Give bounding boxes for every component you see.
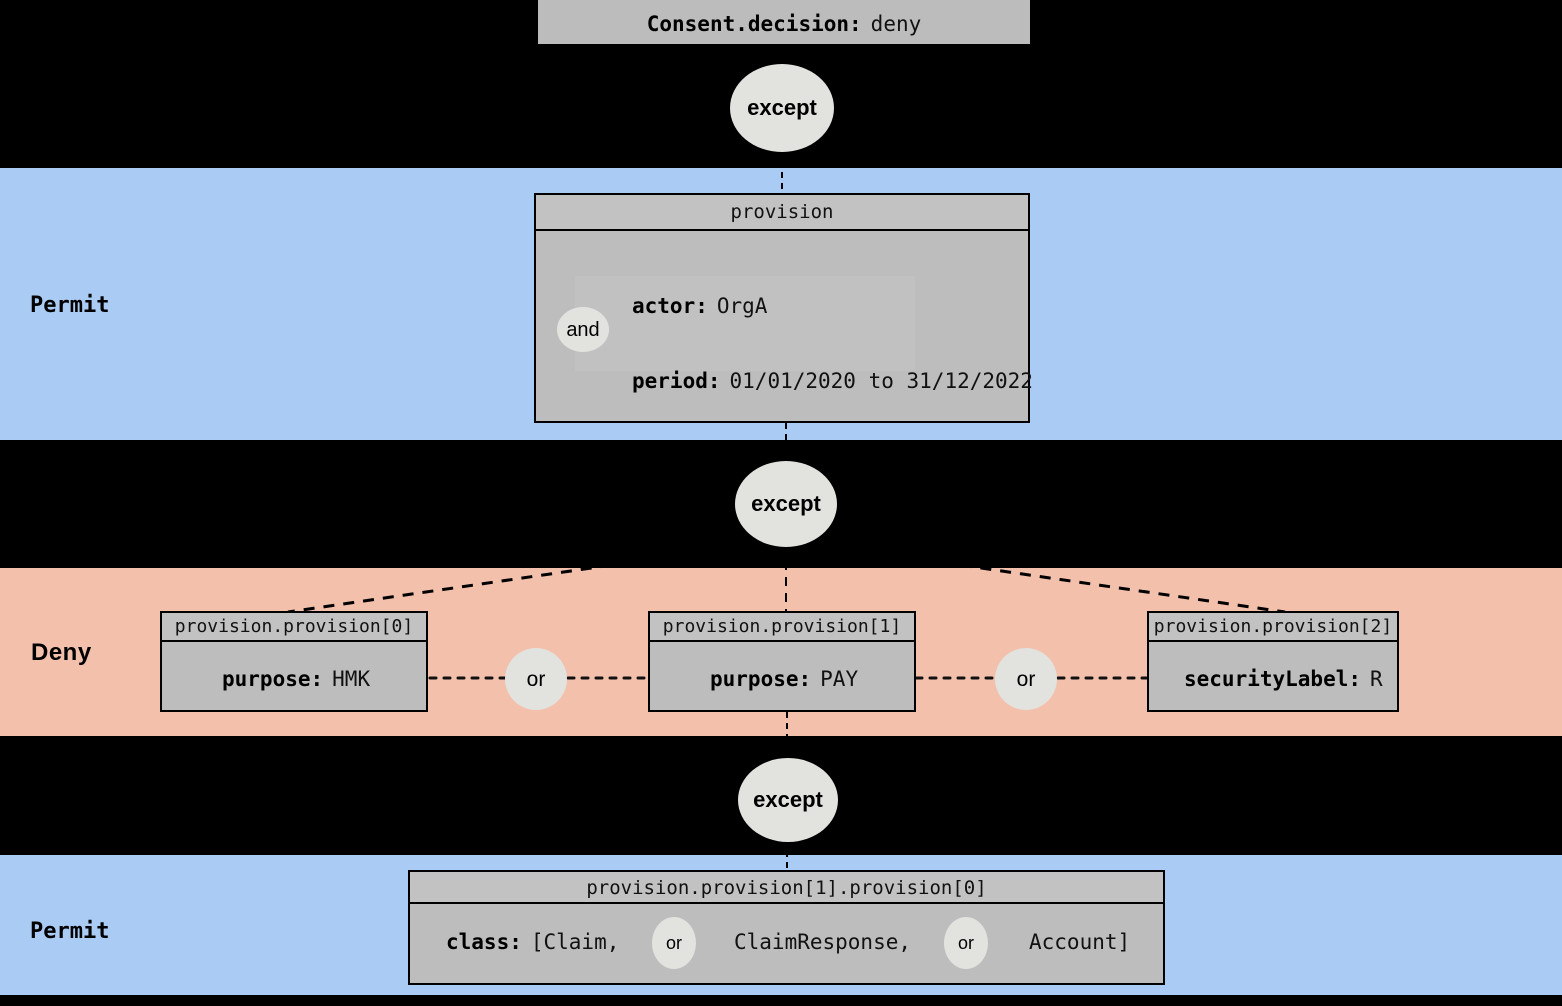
node-provision-1-header: provision.provision[1] xyxy=(650,613,914,642)
node-provision-header: provision xyxy=(536,195,1028,231)
or-bubble-inline-2[interactable]: or xyxy=(944,917,988,969)
row-class-close: Account] xyxy=(1029,930,1131,954)
or-bubble-2[interactable]: or xyxy=(995,648,1057,710)
except-bubble-2[interactable]: except xyxy=(735,461,837,547)
node-provision-1[interactable]: provision.provision[1] purpose: PAY xyxy=(648,611,916,712)
except-bubble-1[interactable]: except xyxy=(730,64,834,152)
node-provision-0[interactable]: provision.provision[0] purpose: HMK xyxy=(160,611,428,712)
node-provision-2-header: provision.provision[2] xyxy=(1149,613,1397,642)
node-provision-0-header: provision.provision[0] xyxy=(162,613,426,642)
row-actor: actor: OrgA xyxy=(632,296,767,317)
node-provision-1-0-header: provision.provision[1].provision[0] xyxy=(410,872,1163,904)
row-period: period: 01/01/2020 to 31/12/2022 xyxy=(632,371,1033,392)
node-provision-0-body: purpose: HMK xyxy=(162,642,426,710)
except-bubble-3[interactable]: except xyxy=(738,758,838,842)
row-security-label: securityLabel: R xyxy=(1184,669,1383,690)
band-label-permit-bottom: Permit xyxy=(30,919,110,944)
node-provision-body: actor: OrgA period: 01/01/2020 to 31/12/20… xyxy=(536,231,1033,421)
row-purpose-pay-key: purpose: xyxy=(710,667,812,691)
row-purpose-hmk-key: purpose: xyxy=(222,667,324,691)
row-actor-key: actor: xyxy=(632,294,708,318)
and-bubble[interactable]: and xyxy=(557,307,609,352)
node-provision-1-body: purpose: PAY xyxy=(650,642,914,710)
row-class-open: [Claim, xyxy=(530,930,620,954)
row-purpose-hmk: purpose: HMK xyxy=(222,669,370,690)
node-provision-1-0-body: class: [Claim, ClaimResponse, Account] xyxy=(410,904,1163,983)
row-purpose-hmk-value: HMK xyxy=(332,667,371,691)
node-provision[interactable]: provision actor: OrgA period: 01/01/2020 t… xyxy=(534,193,1033,423)
row-period-value: 01/01/2020 to 31/12/2022 xyxy=(729,369,1033,393)
row-security-label-value: R xyxy=(1370,667,1383,691)
or-bubble-inline-1[interactable]: or xyxy=(652,917,696,969)
row-purpose-pay-value: PAY xyxy=(820,667,859,691)
row-class: class: [Claim, xyxy=(446,932,619,953)
node-provision-1-0[interactable]: provision.provision[1].provision[0] clas… xyxy=(408,870,1165,985)
row-security-label-key: securityLabel: xyxy=(1184,667,1362,691)
band-label-deny: Deny xyxy=(31,639,92,666)
row-period-key: period: xyxy=(632,369,721,393)
row-class-mid: ClaimResponse, xyxy=(734,930,912,954)
row-actor-value: OrgA xyxy=(716,294,768,318)
consent-decision-banner: Consent.decision: deny xyxy=(538,0,1030,44)
or-bubble-1[interactable]: or xyxy=(505,648,567,710)
row-class-key: class: xyxy=(446,930,522,954)
node-provision-2[interactable]: provision.provision[2] securityLabel: R xyxy=(1147,611,1399,712)
and-group-shade xyxy=(575,276,915,371)
band-label-permit-top: Permit xyxy=(30,293,110,318)
consent-decision-key: Consent.decision: xyxy=(646,12,862,36)
node-provision-2-body: securityLabel: R xyxy=(1149,642,1397,710)
consent-decision-value: deny xyxy=(870,12,922,36)
row-purpose-pay: purpose: PAY xyxy=(710,669,858,690)
